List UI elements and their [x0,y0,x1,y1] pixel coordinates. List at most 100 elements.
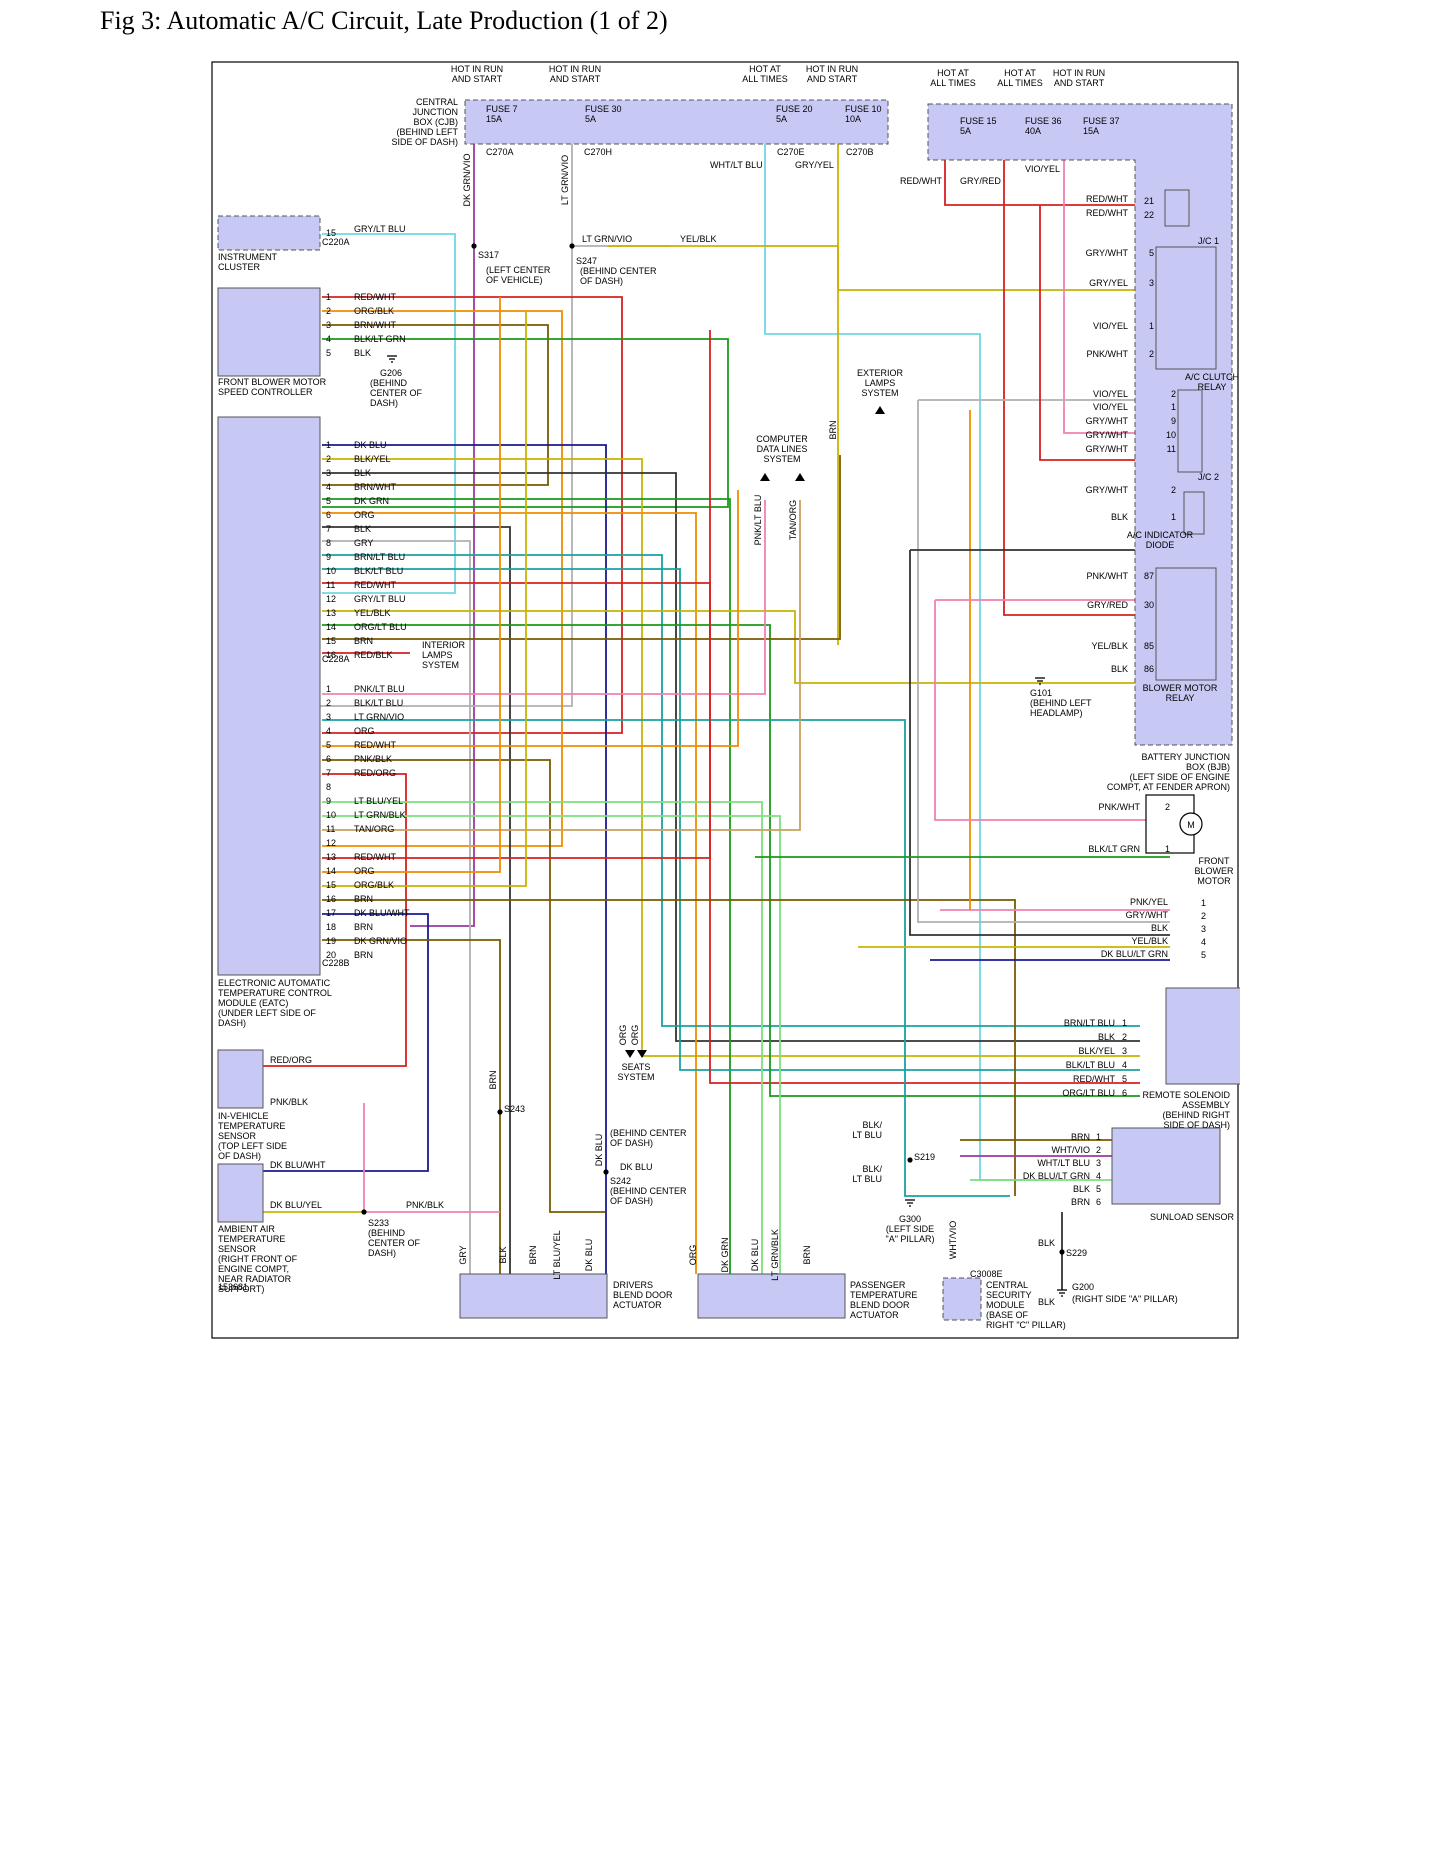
label-blk-lt-blu-b: LT BLU [852,1130,882,1140]
c228b-wire-12: RED/WHT [354,852,396,862]
label-vio-yel-r2: VIO/YEL [1093,389,1128,399]
wire-red-wht-bjb [944,150,1140,206]
vlabel-brn-act2: BRN [802,1245,812,1264]
label-red-wht-bjb: RED/WHT [900,176,942,186]
relay-pin-10: 11 [1167,444,1176,454]
c228b-wire-10: TAN/ORG [354,824,394,834]
eatc-label-0: ELECTRONIC AUTOMATIC [218,978,331,988]
interior-label-0: INTERIOR [422,640,466,650]
c228a-wire-3: BRN/WHT [354,482,396,492]
solenoid-label-1: ASSEMBLY [1182,1100,1230,1110]
power-label-bot-2: ALL TIMES [742,74,788,84]
loc-s243-0: (BEHIND CENTER [610,1128,687,1138]
interior-label-2: SYSTEM [422,660,459,670]
label-dk-blu-wht: DK BLU/WHT [270,1160,326,1170]
label-gry-wht-r1: GRY/WHT [1086,248,1129,258]
relay-pin-12: 1 [1171,512,1176,522]
splice-dot-3 [603,1169,609,1175]
vlabel-gry-act: GRY [458,1245,468,1264]
label-red-wht-r1: RED/WHT [1086,194,1128,204]
c228b-pin-3: 4 [326,726,331,736]
wire-pnk-wht-2 [934,600,1170,821]
c228a-wire-15: RED/BLK [354,650,393,660]
blower-ctrl-pin-2: 3 [326,320,331,330]
solenoid-label-0: REMOTE SOLENOID [1142,1090,1230,1100]
c228a-wire-12: YEL/BLK [354,608,391,618]
blower-ctrl-label-0: FRONT BLOWER MOTOR [218,377,327,387]
c228b-wire-19: BRN [354,950,373,960]
bjb-label-2: (LEFT SIDE OF ENGINE [1130,772,1230,782]
fuse-rating-0: 15A [486,114,502,124]
ground-label-g206: G206 [380,368,402,378]
wire-dk-grn [322,498,731,1274]
relay-pin-7: 1 [1171,402,1176,412]
relay-pin-0: 21 [1144,196,1154,206]
front-blower-label-1: BLOWER [1194,866,1234,876]
wire-red-wht-3 [322,330,711,859]
fuse-name-0: FUSE 7 [486,104,518,114]
c228b-wire-15: BRN [354,894,373,904]
diagram-id-label: 153681 [218,1282,248,1292]
front-blower-label-2: MOTOR [1197,876,1231,886]
drivers-label-0: DRIVERS [613,1280,653,1290]
c228a-wire-10: RED/WHT [354,580,396,590]
label-blk-lt-blu-c: BLK/ [862,1164,882,1174]
blower-motor-m: M [1187,820,1195,830]
wire-blk-3 [909,550,1170,936]
security-label-2: MODULE [986,1300,1025,1310]
wire-pnk-blk-2 [363,1103,500,1213]
c228a-pin-0: 1 [326,440,331,450]
connector-label-0: C270A [486,147,514,157]
loc-s247-1: OF DASH) [580,276,623,286]
wire-blk-lt-blu-2 [322,719,1010,1197]
cjb-label-4: SIDE OF DASH) [391,137,458,147]
relay-pin-14: 30 [1144,600,1154,610]
instrument-cluster [217,215,321,251]
power-label-bot-0: AND START [452,74,503,84]
ground-label-g200: G200 [1072,1282,1094,1292]
splice-label-1: S247 [576,256,597,266]
wires-layer [263,144,1170,1290]
fuse-name-1: FUSE 30 [585,104,622,114]
c228a-pin-15: 16 [326,650,336,660]
jc1-block [1164,189,1190,227]
cjb-label-1: JUNCTION [413,107,459,117]
components-layer [217,99,1240,1321]
c228a-wire-14: BRN [354,636,373,646]
wire-org-blk-2 [322,311,527,887]
wire-brn-lt-blu [322,554,1140,1027]
label-dk-blu-lt-grn: DK BLU/LT GRN [1101,949,1168,959]
c228b-pin-11: 12 [326,838,336,848]
wire-dk-blu [322,444,607,1274]
sunload-pin-0: 1 [1096,1132,1101,1142]
wire-lt-blu-yel [322,801,763,1274]
label-vio-yel-r: VIO/YEL [1093,321,1128,331]
c228b-wire-14: ORG/BLK [354,880,394,890]
loc-s317-0: (LEFT CENTER [486,265,551,275]
wire-vio-yel [1063,150,1140,434]
label-yel-blk-b: YEL/BLK [1131,936,1168,946]
exterior-label-2: SYSTEM [861,388,898,398]
c228a-pin-13: 14 [326,622,336,632]
bjb-label-3: COMPT, AT FENDER APRON) [1107,782,1230,792]
security-label-1: SECURITY [986,1290,1032,1300]
label-yel-blk-r: YEL/BLK [1091,641,1128,651]
c228a-wire-5: ORG [354,510,375,520]
connector-label-1: C270H [584,147,612,157]
relay-pin-6: 2 [1171,389,1176,399]
c228b-pin-2: 3 [326,712,331,722]
blower-motor-relay [1155,567,1217,681]
label-gry-wht-r2: GRY/WHT [1086,416,1129,426]
c228a-pin-6: 7 [326,524,331,534]
c228a-pin-10: 11 [326,580,335,590]
security-label-3: (BASE OF [986,1310,1029,1320]
relay-pin-23: 5 [1201,950,1206,960]
vlabel-lt-blu-yel-act: LT BLU/YEL [552,1230,562,1279]
solenoid-pin-5: 6 [1122,1088,1127,1098]
relay-pin-17: 2 [1165,802,1170,812]
in-vehicle-label-1: TEMPERATURE [218,1121,285,1131]
in-vehicle-temperature-sensor [217,1049,264,1109]
loc-g101-1: HEADLAMP) [1030,708,1083,718]
data-lines-label-0: COMPUTER [756,434,808,444]
